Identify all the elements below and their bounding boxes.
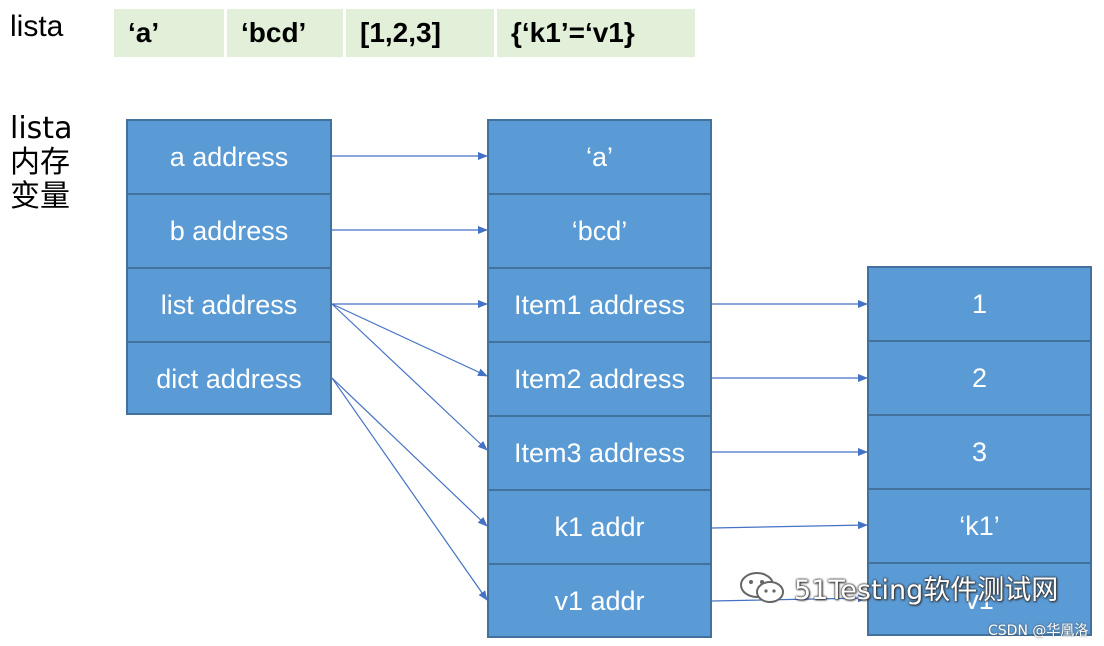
string-a-box: ‘a’ (489, 121, 710, 195)
k1-addr-box: k1 addr (489, 491, 710, 565)
lista-cell-list: [1,2,3] (346, 9, 494, 57)
value-1-box: 1 (869, 268, 1090, 342)
item2-address-box: Item2 address (489, 343, 710, 417)
arrow-list-to-item2 (331, 303, 488, 377)
lista-value-row: ‘a’ ‘bcd’ [1,2,3] {‘k1’=‘v1} (114, 9, 698, 57)
value-v1-box: v1 (965, 584, 994, 615)
arrow-v1-to-v1 (711, 594, 868, 603)
b-address-box: b address (128, 195, 330, 269)
lista-cell-a: ‘a’ (114, 9, 224, 57)
csdn-credit: CSDN @华凰洛 (988, 623, 1089, 639)
dict-address-box: dict address (156, 363, 302, 394)
arrow-list-to-item3 (331, 303, 488, 451)
value-3-box: 3 (869, 416, 1090, 490)
value-2-box: 2 (869, 342, 1090, 416)
list-address-box: list address (128, 269, 330, 343)
value-k1-box: ‘k1’ (869, 490, 1090, 564)
memory-label-line-1: lista (10, 111, 73, 146)
watermark-text: 51Testing软件测试网 (794, 575, 1059, 606)
a-address-box: a address (128, 121, 330, 195)
watermark: 51Testing软件测试网 (738, 568, 1058, 607)
wechat-icon (740, 571, 784, 603)
v1-addr-box: v1 addr (554, 586, 645, 616)
variable-address-column: a address b address list address dict ad… (126, 119, 332, 415)
arrow-k1-to-k1 (711, 521, 868, 530)
memory-variable-label: lista 内存 变量 (10, 112, 72, 214)
memory-label-line-2: 内存 (10, 145, 70, 180)
memory-label-line-3: 变量 (10, 179, 70, 214)
object-column: ‘a’ ‘bcd’ Item1 address Item2 address It… (487, 119, 712, 638)
item1-address-box: Item1 address (489, 269, 710, 343)
arrow-dict-to-v1 (331, 377, 488, 601)
item3-address-box: Item3 address (489, 417, 710, 491)
value-column: 1 2 3 ‘k1’ v1 (867, 266, 1092, 636)
lista-label: lista (10, 10, 64, 43)
lista-cell-bcd: ‘bcd’ (227, 9, 343, 57)
string-bcd-box: ‘bcd’ (489, 195, 710, 269)
lista-cell-dict: {‘k1’=‘v1} (497, 9, 695, 57)
arrow-dict-to-k1 (331, 377, 488, 527)
